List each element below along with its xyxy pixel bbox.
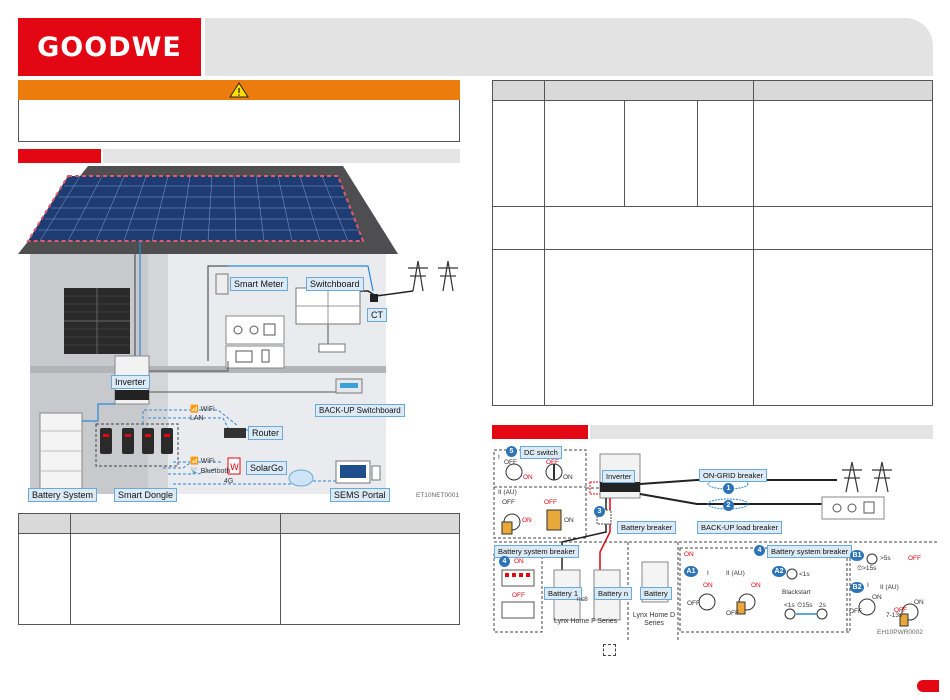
b2-off: OFF [849,608,862,615]
step-5-badge: 5 [506,446,517,457]
battery-breaker-label: Battery breaker [617,521,677,534]
dashed-box-icon [603,644,616,656]
ct-label: CT [367,308,387,322]
a1-roman-1: I [707,570,709,577]
b1-gt5s: >5s [880,555,891,562]
svg-text:W: W [230,463,239,473]
router-label: Router [248,426,284,440]
b2-roman-1: I [867,582,869,589]
b2-badge: B2 [850,582,864,593]
lynx-d-label: Lynx Home D Series [632,612,676,627]
b2-on: ON [872,594,882,601]
dc-roman-1: I [498,454,500,461]
step-4-badge-left: 4 [499,556,510,567]
a1-off: OFF [687,600,700,607]
bluetooth-label: 📡 Bluetooth [190,468,231,475]
diagram-code-left: ET10NET0001 [416,492,459,499]
solargo-label: SolarGo [246,461,288,475]
section-marker-right [492,425,588,439]
dc-on-3: ON [522,517,532,524]
bsb-off-label: OFF [512,592,525,599]
brand-logo: GOODWE [18,18,201,76]
b1-off: OFF [908,555,921,562]
ongrid-breaker-label: ON-GRID breaker [699,469,768,482]
battery-label: Battery [640,587,672,600]
warning-icon [229,82,249,98]
a1-off-2: OFF [726,610,739,617]
warning-box [18,100,460,142]
step-1-badge: 1 [723,483,734,494]
right-table [492,80,933,406]
battery1-label: Battery 1 [544,587,583,600]
b2-roman-2: II (AU) [880,584,899,591]
blackstart-label: Blackstart [782,589,811,596]
smart-meter-label: Smart Meter [230,277,288,291]
section-marker-left [18,149,101,163]
dc-on-1: ON [523,474,533,481]
power-diagram: 5 DC switch I OFF ON OFF ON II (AU) OFF … [492,442,937,642]
rb-on-label: ON [684,551,694,558]
battery-system-breaker-right-label: Battery system breaker [767,545,853,558]
wifi-label-2: 📶 WiFi [190,458,215,465]
batteryn-label: Battery n [594,587,633,600]
dc-switch-label: DC switch [520,446,562,459]
section-bar-right [590,425,933,439]
b2-range: 7-13s [886,612,903,619]
logo-text: GOODWE [37,31,182,63]
wifi-label-1: 📶 WiFi [190,406,215,413]
diagram-code-right: EH10PWR0002 [877,629,923,636]
battery-count-label: n≤8 [577,596,588,603]
page-marker [917,680,939,692]
dc-off-2: OFF [546,459,559,466]
backup-load-breaker-label: BACK-UP load breaker [697,521,782,534]
bs-lt1s: <1s [784,602,795,609]
lynx-f-label: Lynx Home F Series [554,618,618,625]
lan-label: LAN [190,415,204,422]
dc-roman-2: II (AU) [498,489,517,496]
bs-2s: 2s [819,602,826,609]
warning-bar [18,80,460,100]
smart-dongle-label: Smart Dongle [114,488,178,502]
sems-portal-label: SEMS Portal [330,488,390,502]
step-4-badge-right: 4 [754,545,765,556]
dc-on-2: ON [563,474,573,481]
inverter-label-2: Inverter [602,470,636,483]
a2-badge: A2 [772,566,786,577]
system-diagram: W Smart Meter Switchboard CT Inverter BA… [18,166,463,506]
4g-label: 4G [224,478,234,485]
a2-time: <1s [799,571,810,578]
switchboard-label: Switchboard [306,277,364,291]
inverter-label: Inverter [111,375,150,389]
a1-badge: A1 [684,566,698,577]
battery-system-breaker-left-label: Battery system breaker [494,545,580,558]
dc-off-4: OFF [544,499,557,506]
a1-on: ON [703,582,713,589]
b2-on-2: ON [914,599,924,606]
step-2-badge: 2 [723,500,734,511]
b1-gt15s: ⏲>15s [857,565,877,572]
battery-system-label: Battery System [28,488,98,502]
bs-15s: ⏲15s [797,602,813,609]
bsb-on-label: ON [514,558,524,565]
header-band [205,18,933,76]
b1-badge: B1 [850,550,864,561]
a1-roman-2: II (AU) [726,570,745,577]
b2-off-2: OFF [894,607,907,614]
backup-switchboard-label: BACK-UP Switchboard [315,404,405,417]
section-bar-left [103,149,460,163]
dc-on-4: ON [564,517,574,524]
dc-off-1: OFF [504,459,517,466]
left-table [18,513,460,625]
dc-off-3: OFF [502,499,515,506]
step-3-badge: 3 [594,506,605,517]
a1-on-2: ON [751,582,761,589]
